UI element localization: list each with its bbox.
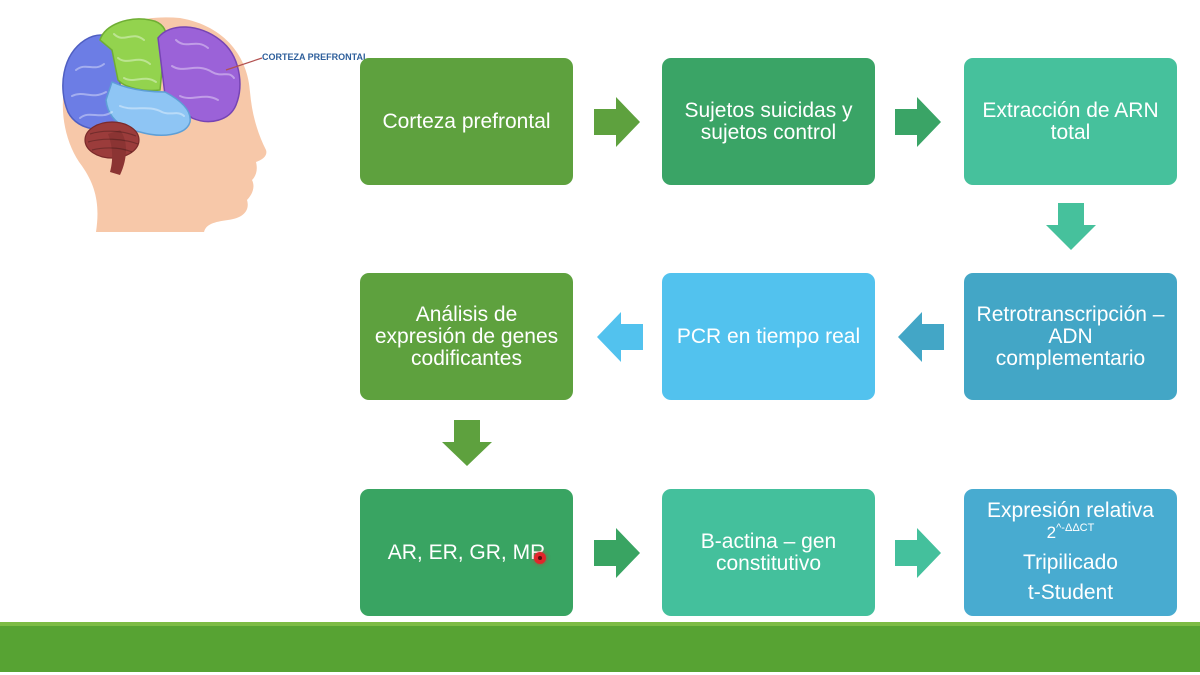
step-text: PCR en tiempo real — [677, 326, 860, 348]
step-text: Corteza prefrontal — [382, 111, 550, 133]
step-text: total — [1051, 122, 1091, 144]
step-text: Sujetos suicidas y — [684, 100, 852, 122]
brain-illustration — [63, 17, 267, 232]
step-text: Expresión relativa — [987, 500, 1154, 522]
callout-label: CORTEZA PREFRONTAL — [262, 52, 369, 62]
arrow-left-2 — [597, 312, 643, 362]
step-text: AR, ER, GR, MR — [388, 542, 546, 564]
formula-exponent: ^-ΔΔCT — [1056, 522, 1094, 534]
step-retrotranscripcion: Retrotranscripción – ADN complementario — [964, 273, 1177, 400]
step-extraccion-arn: Extracción de ARN total — [964, 58, 1177, 185]
step-corteza-prefrontal: Corteza prefrontal — [360, 58, 573, 185]
arrow-right-1 — [594, 97, 640, 147]
step-text: Retrotranscripción – — [977, 304, 1165, 326]
step-sujetos: Sujetos suicidas y sujetos control — [662, 58, 875, 185]
footer-highlight — [0, 622, 1200, 626]
arrow-right-3 — [594, 528, 640, 578]
step-text: complementario — [996, 348, 1145, 370]
delta-delta-ct-formula: 2^-ΔΔCT — [1047, 522, 1095, 544]
step-text: sujetos control — [701, 122, 836, 144]
arrow-left-1 — [898, 312, 944, 362]
arrow-right-4 — [895, 528, 941, 578]
step-text: t-Student — [1028, 578, 1113, 608]
pointer-dot — [534, 552, 546, 564]
step-text: constitutivo — [716, 553, 821, 575]
footer-bar — [0, 622, 1200, 672]
step-b-actina: B-actina – gen constitutivo — [662, 489, 875, 616]
arrow-down-1 — [1046, 203, 1096, 250]
arrow-down-2 — [442, 420, 492, 466]
formula-base: 2 — [1047, 523, 1056, 542]
step-expresion-relativa: Expresión relativa 2^-ΔΔCT Tripilicado t… — [964, 489, 1177, 616]
step-pcr: PCR en tiempo real — [662, 273, 875, 400]
arrow-right-2 — [895, 97, 941, 147]
step-analisis-expresion: Análisis de expresión de genes codifican… — [360, 273, 573, 400]
step-text: Extracción de ARN — [982, 100, 1158, 122]
step-text: ADN — [1048, 326, 1092, 348]
step-text: expresión de genes — [375, 326, 558, 348]
step-text: Tripilicado — [1023, 548, 1118, 578]
step-text: B-actina – gen — [701, 531, 836, 553]
pointer-core — [538, 556, 542, 560]
step-text: Análisis de — [416, 304, 518, 326]
step-text: codificantes — [411, 348, 522, 370]
